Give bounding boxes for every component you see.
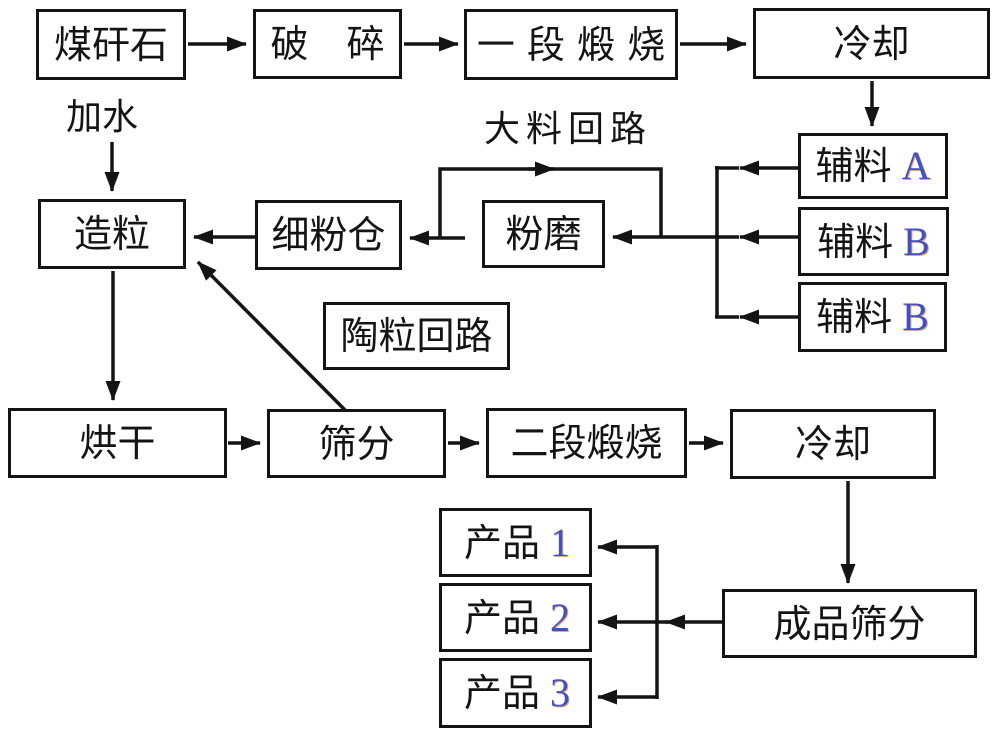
node-cooling-1-label: 冷却 xyxy=(833,21,910,66)
node-crushing-label: 破 碎 xyxy=(270,22,385,66)
node-drying-label: 烘干 xyxy=(79,421,156,465)
node-product-2-label: 产品 xyxy=(464,595,541,640)
node-coal-gangue-label: 煤矸石 xyxy=(53,22,168,67)
node-fine-powder-bin: 细粉仓 xyxy=(255,200,402,270)
node-cooling-1: 冷却 xyxy=(753,8,990,79)
node-product-3-label: 产品 xyxy=(464,671,541,715)
node-granulation: 造粒 xyxy=(38,199,186,269)
node-aux-b1-label: 辅料 xyxy=(817,219,894,264)
node-first-calcination: 一 段 煅 烧 xyxy=(464,9,678,80)
node-cooling-2-label: 冷却 xyxy=(794,422,871,466)
node-aux-b2-letter: B xyxy=(902,294,929,339)
node-product-1-number: 1 xyxy=(550,519,571,565)
label-add-water: 加水 xyxy=(66,97,139,138)
node-product-2-number: 2 xyxy=(550,594,571,640)
node-coal-gangue: 煤矸石 xyxy=(36,9,186,80)
node-granulation-label: 造粒 xyxy=(73,212,150,256)
node-crushing: 破 碎 xyxy=(253,9,402,79)
node-second-calcination-label: 二段煅烧 xyxy=(510,421,663,465)
node-drying: 烘干 xyxy=(8,408,227,478)
node-aux-b2-label: 辅料 xyxy=(816,295,893,339)
node-fine-powder-bin-label: 细粉仓 xyxy=(271,213,386,257)
node-second-calcination: 二段煅烧 xyxy=(486,408,687,478)
label-large-material-loop: 大料回路 xyxy=(484,109,653,150)
node-screening-label: 筛分 xyxy=(318,421,395,466)
node-grinding-label: 粉磨 xyxy=(505,212,582,256)
node-aux-a-letter: A xyxy=(901,143,931,188)
node-aux-b1-letter: B xyxy=(903,218,930,264)
node-cooling-2: 冷却 xyxy=(730,409,936,479)
node-finished-screening-label: 成品筛分 xyxy=(773,601,926,646)
node-product-1-label: 产品 xyxy=(464,520,541,565)
node-grinding: 粉磨 xyxy=(482,200,605,268)
node-first-calcination-label: 一 段 煅 烧 xyxy=(476,22,666,67)
node-finished-screening: 成品筛分 xyxy=(722,589,977,658)
arrow-screening-to-granulation-diagonal xyxy=(196,260,347,412)
node-ceramsite-loop-label: 陶粒回路 xyxy=(340,314,493,358)
node-screening: 筛分 xyxy=(267,409,446,478)
node-ceramsite-loop: 陶粒回路 xyxy=(323,302,510,370)
node-aux-a-label: 辅料 xyxy=(815,144,892,188)
node-product-3-number: 3 xyxy=(550,670,571,715)
